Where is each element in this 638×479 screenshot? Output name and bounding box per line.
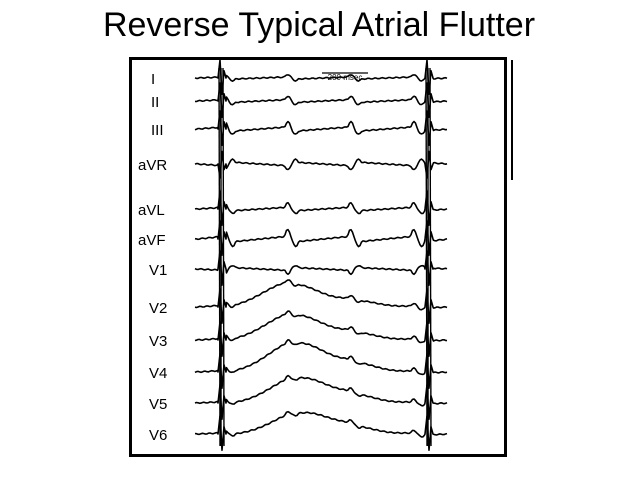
lead-label-v3: V3 (149, 333, 168, 350)
lead-label-v1: V1 (149, 262, 168, 279)
trace-v2 (194, 279, 448, 324)
qrs-band-1 (222, 67, 225, 447)
lead-label-iii: III (151, 122, 164, 139)
ecg-traces (194, 59, 448, 451)
qrs-band-1 (218, 67, 221, 447)
lead-label-avf: aVF (138, 232, 166, 249)
trace-avr (194, 150, 448, 179)
slide-title: Reverse Typical Atrial Flutter (102, 6, 536, 44)
lead-label-avr: aVR (138, 157, 168, 174)
trace-v6 (194, 410, 448, 451)
lead-label-avl: aVL (138, 202, 165, 219)
trace-iii (194, 110, 448, 146)
ecg-frame (129, 57, 507, 457)
trace-v3 (194, 310, 448, 357)
trace-v5 (194, 374, 448, 420)
lead-label-v4: V4 (149, 365, 168, 382)
scale-label: 200 msec (328, 73, 363, 82)
trace-ii (194, 82, 448, 118)
trace-v4 (194, 339, 448, 389)
trace-i (194, 59, 448, 95)
frame-edge-line (511, 60, 513, 180)
lead-label-i: I (151, 71, 156, 88)
lead-label-v6: V6 (149, 427, 168, 444)
qrs-band-2 (429, 67, 432, 447)
lead-label-v5: V5 (149, 396, 168, 413)
lead-label-ii: II (151, 94, 160, 111)
trace-avf (194, 220, 448, 256)
trace-v1 (194, 250, 448, 286)
qrs-band-2 (425, 67, 428, 447)
trace-avl (194, 190, 448, 226)
lead-label-v2: V2 (149, 300, 168, 317)
